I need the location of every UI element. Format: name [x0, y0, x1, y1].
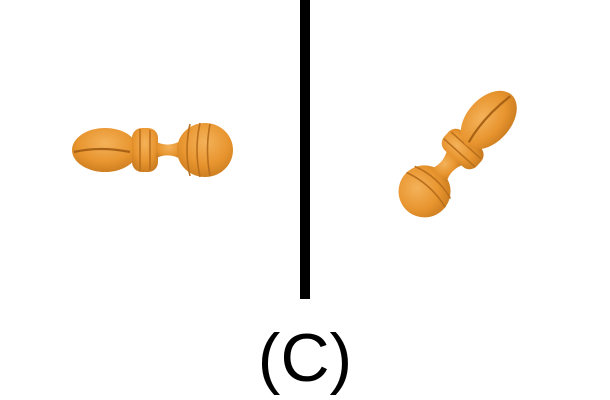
bishop-piece-icon: [398, 90, 517, 218]
figure-caption: (C): [257, 320, 353, 396]
bishop-piece-icon: [72, 122, 233, 178]
divider-line: [300, 0, 310, 299]
